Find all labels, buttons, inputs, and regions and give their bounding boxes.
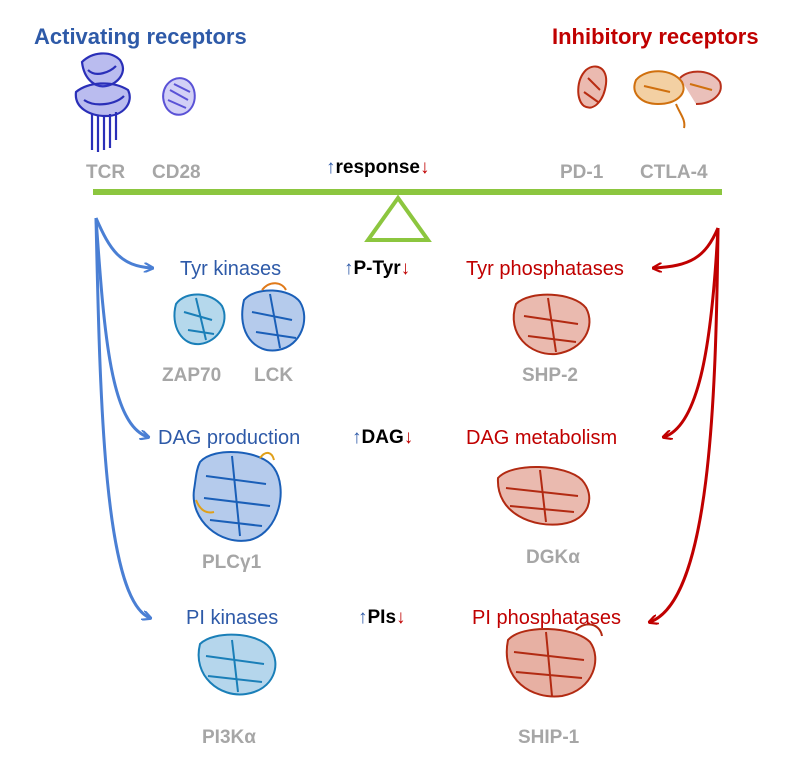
pd1-label: PD-1 xyxy=(560,162,604,183)
ptyr-label: ↑P-Tyr↓ xyxy=(344,259,410,278)
shp2-label: SHP-2 xyxy=(522,365,578,386)
response-label: ↑response↓ xyxy=(326,158,429,177)
pd1-structure xyxy=(577,65,608,109)
arrow-to-pi-kinases xyxy=(94,217,150,618)
ptyr-text: P-Tyr xyxy=(353,258,401,279)
dag-production-label: DAG production xyxy=(158,427,301,449)
lck-structure xyxy=(241,282,306,352)
arrow-to-tyr-kinases xyxy=(94,217,152,268)
zap70-structure xyxy=(173,293,226,346)
pi3ka-structure xyxy=(197,633,277,696)
dag-text: DAG xyxy=(361,427,404,448)
up-arrow-icon: ↑ xyxy=(358,607,368,628)
inhibitory-arrows xyxy=(650,227,720,622)
tcr-label: TCR xyxy=(86,162,126,183)
dgka-structure xyxy=(496,466,591,526)
plcg1-structure xyxy=(192,451,282,542)
shp2-structure xyxy=(512,293,591,356)
pi-kinases-label: PI kinases xyxy=(186,607,279,629)
arrow-to-dag-metabolism xyxy=(664,227,720,437)
ctla4-structure xyxy=(633,70,722,129)
dag-metabolism-label: DAG metabolism xyxy=(466,427,618,449)
up-arrow-icon: ↑ xyxy=(326,157,336,178)
cd28-structure xyxy=(162,77,196,116)
cd28-label: CD28 xyxy=(152,162,201,183)
ctla4-label: CTLA-4 xyxy=(640,162,708,183)
activating-receptors-header: Activating receptors xyxy=(34,24,247,49)
ship1-structure xyxy=(505,623,603,698)
tcr-structure xyxy=(74,52,131,152)
activating-arrows xyxy=(94,217,152,618)
pi-phosphatases-label: PI phosphatases xyxy=(472,607,621,629)
down-arrow-icon: ↓ xyxy=(403,427,414,448)
down-arrow-icon: ↓ xyxy=(396,607,406,628)
balance-fulcrum xyxy=(364,194,432,242)
ship1-label: SHIP-1 xyxy=(518,727,580,748)
arrow-to-dag-production xyxy=(94,217,148,437)
zap70-label: ZAP70 xyxy=(162,365,222,386)
down-arrow-icon: ↓ xyxy=(419,157,430,178)
dag-label: ↑DAG↓ xyxy=(352,428,413,447)
pis-label: ↑PIs↓ xyxy=(358,608,406,627)
arrow-to-tyr-phosphatases xyxy=(654,227,720,268)
down-arrow-icon: ↓ xyxy=(400,258,411,279)
pis-text: PIs xyxy=(367,607,397,628)
tyr-kinases-label: Tyr kinases xyxy=(180,258,282,280)
up-arrow-icon: ↑ xyxy=(344,258,354,279)
tyr-phosphatases-label: Tyr phosphatases xyxy=(466,258,624,280)
pi3ka-label: PI3Kα xyxy=(202,727,256,748)
arrow-to-pi-phosphatases xyxy=(650,227,720,622)
lck-label: LCK xyxy=(254,365,294,386)
dgka-label: DGKα xyxy=(526,547,580,568)
response-text: response xyxy=(335,157,420,178)
up-arrow-icon: ↑ xyxy=(352,427,362,448)
plcg1-label: PLCγ1 xyxy=(202,552,262,573)
inhibitory-receptors-header: Inhibitory receptors xyxy=(552,24,759,49)
